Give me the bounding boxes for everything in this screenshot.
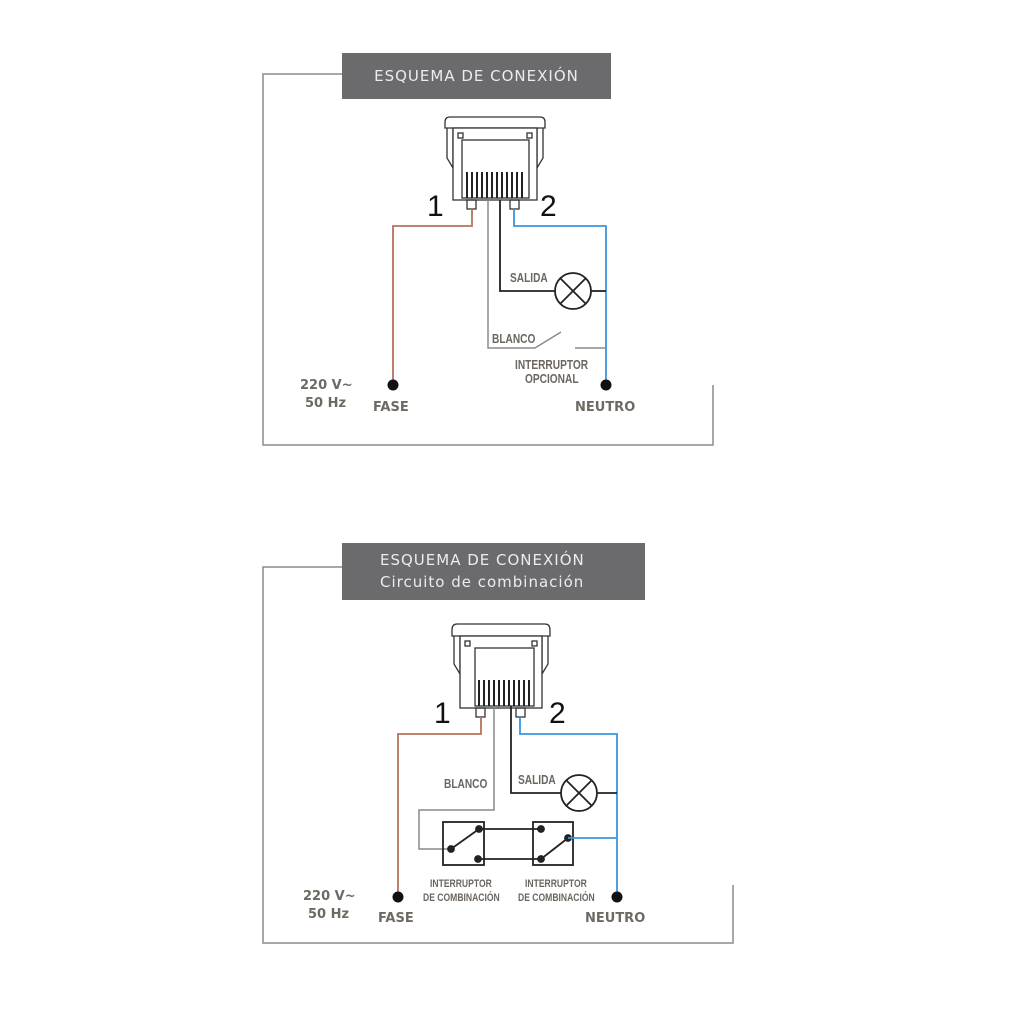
voltage-label-2: 220 V~	[303, 889, 356, 904]
diagram-2-title: ESQUEMA DE CONEXIÓN	[380, 551, 585, 569]
frame-1	[262, 73, 714, 446]
switch-label-line1: INTERRUPTOR	[515, 357, 589, 372]
fase-label-2: FASE	[378, 911, 414, 926]
voltage-label: 220 V~	[300, 378, 353, 393]
fase-terminal-2-icon	[392, 891, 404, 903]
neutro-label-2: NEUTRO	[585, 911, 646, 926]
lamp-1-icon	[554, 272, 592, 310]
salida-label: SALIDA	[510, 270, 548, 285]
frequency-label-2: 50 Hz	[308, 907, 350, 922]
neutral-wire-2	[519, 717, 618, 895]
fase-terminal-1-icon	[387, 379, 399, 391]
lamp-2-icon	[560, 774, 598, 812]
terminal-1-label: 1	[427, 190, 444, 223]
diagram-2-subtitle: Circuito de combinación	[380, 573, 585, 591]
salida-wire-2	[510, 706, 561, 794]
switch-a-label-line2: DE COMBINACIÓN	[423, 892, 500, 904]
timer-device-1-icon	[444, 116, 546, 210]
terminal-2-label-2: 2	[549, 697, 566, 730]
blanco-label-2: BLANCO	[444, 776, 488, 791]
terminal-1-label-2: 1	[434, 697, 451, 730]
neutro-label: NEUTRO	[575, 400, 636, 415]
diagram-2	[262, 566, 734, 944]
fase-wire-2	[397, 717, 482, 895]
salida-wire-1	[499, 200, 555, 292]
salida-label-2: SALIDA	[518, 772, 556, 787]
diagram-2-title-box: ESQUEMA DE CONEXIÓN Circuito de combinac…	[342, 543, 645, 600]
diagram-1	[262, 73, 714, 446]
blanco-wire-1	[487, 200, 562, 349]
combination-switch-b-icon	[532, 821, 574, 866]
terminal-2-label: 2	[540, 190, 557, 223]
blanco-label: BLANCO	[492, 331, 536, 346]
neutro-terminal-1-icon	[600, 379, 612, 391]
switch-b-label-line2: DE COMBINACIÓN	[518, 892, 595, 904]
frequency-label: 50 Hz	[305, 396, 347, 411]
frame-2	[262, 566, 734, 944]
fase-wire-1	[392, 209, 473, 384]
diagram-1-title: ESQUEMA DE CONEXIÓN	[342, 53, 611, 99]
timer-device-2-icon	[451, 623, 551, 718]
blanco-wire-2	[418, 706, 495, 850]
switch-a-label-line1: INTERRUPTOR	[430, 878, 492, 890]
combination-switch-a-icon	[442, 821, 485, 866]
switch-b-label-line1: INTERRUPTOR	[525, 878, 587, 890]
neutro-terminal-2-icon	[611, 891, 623, 903]
neutral-wire-1	[513, 209, 607, 384]
fase-label: FASE	[373, 400, 409, 415]
switch-label-line2: OPCIONAL	[525, 371, 579, 386]
